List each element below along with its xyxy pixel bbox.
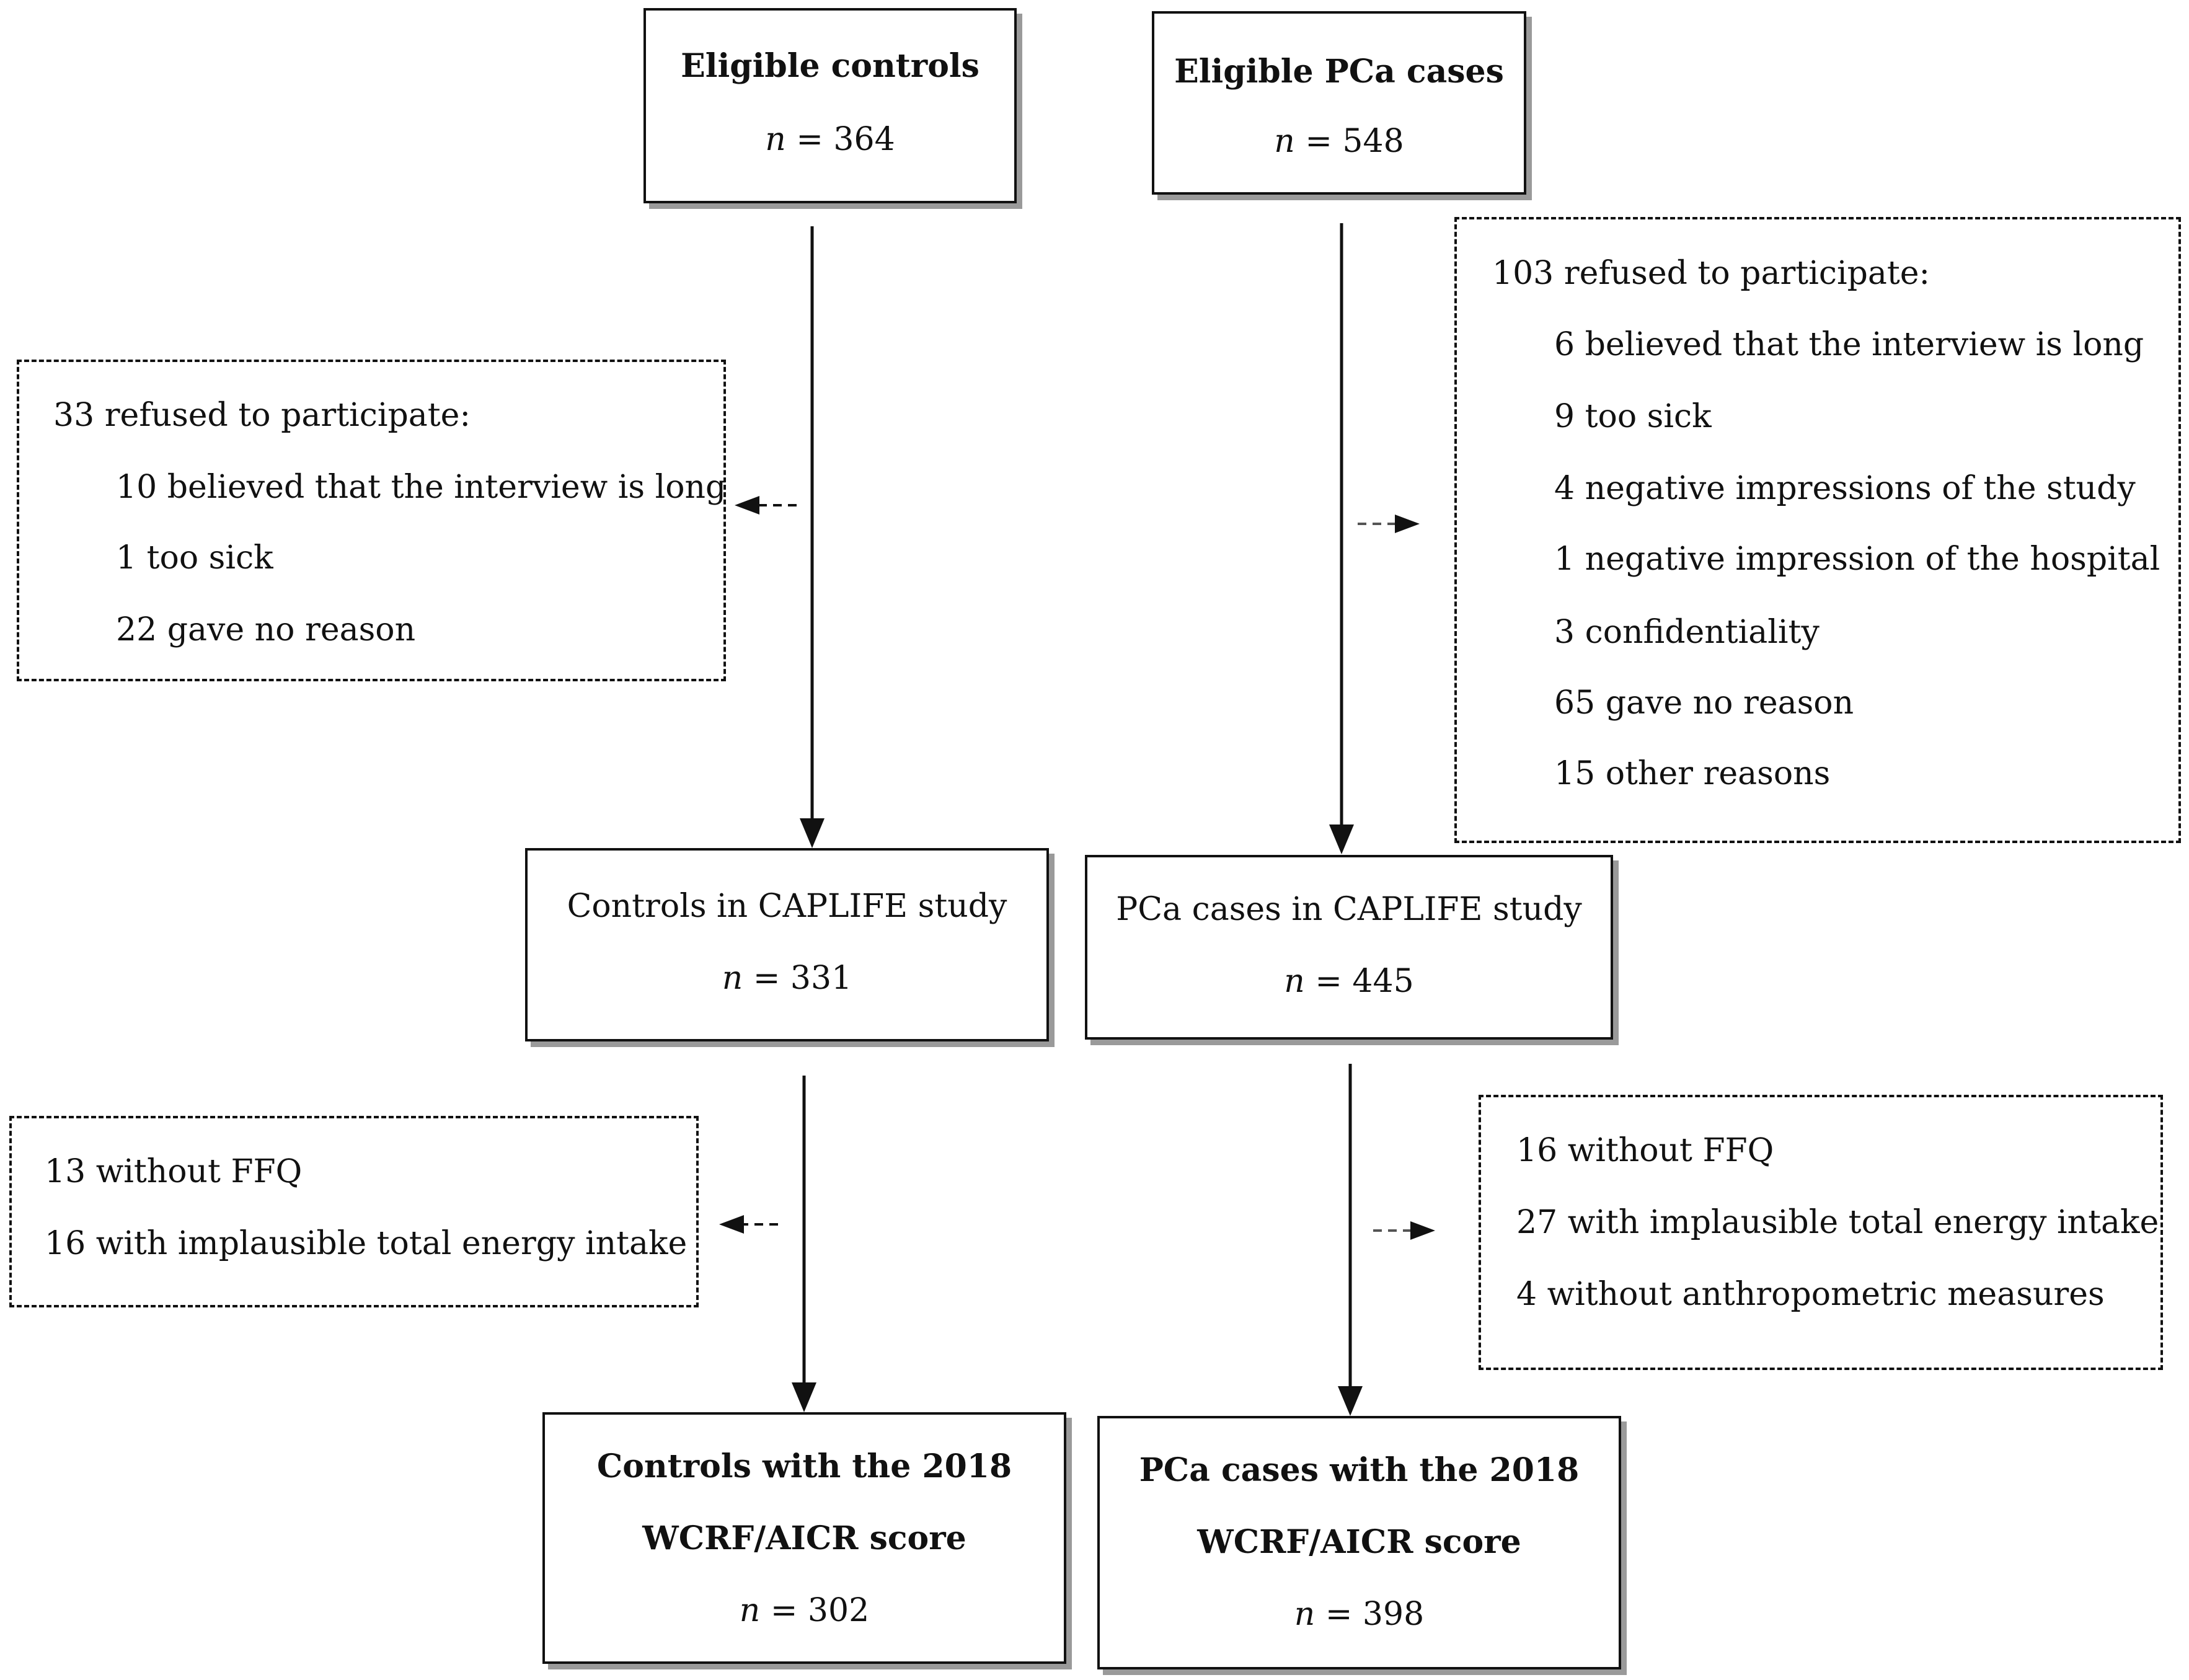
refused-reason: 22 gave no reason [116,611,416,648]
refused-reason: 10 believed that the interview is long [116,469,727,506]
box-title-line-1: Controls with the 2018 [596,1448,1012,1485]
exclusion-arrow-left [735,496,797,515]
refused-reason: 6 believed that the interview is long [1554,326,2144,363]
box-count: n = 548 [1274,123,1404,160]
box-title-line-1: PCa cases with the 2018 [1139,1451,1580,1489]
controls-excluded-box: 13 without FFQ 16 with implausible total… [9,1116,699,1307]
controls-caplife-box: Controls in CAPLIFE study n = 331 [525,848,1049,1041]
flow-arrow-down [1329,223,1354,854]
exclusion-arrow-left [719,1215,778,1234]
flow-arrow-down [800,226,825,848]
cases-final-box: PCa cases with the 2018 WCRF/AICR score … [1097,1416,1621,1669]
exclusion-arrow-right [1358,515,1420,533]
refused-reason: 4 negative impressions of the study [1554,470,2136,507]
refused-header: 33 refused to participate: [53,397,471,434]
eligible-cases-box: Eligible PCa cases n = 548 [1152,11,1526,195]
cases-refused-box: 103 refused to participate: 6 believed t… [1454,217,2181,843]
excluded-reason: 16 without FFQ [1516,1132,1774,1169]
box-title-line-2: WCRF/AICR score [1197,1523,1521,1561]
refused-header: 103 refused to participate: [1492,255,1930,292]
box-count: n = 302 [739,1592,870,1629]
refused-reason: 1 negative impression of the hospital [1554,541,2160,578]
box-title: Eligible PCa cases [1174,53,1504,91]
controls-refused-box: 33 refused to participate: 10 believed t… [17,360,726,681]
exclusion-arrow-right [1373,1221,1435,1240]
excluded-reason: 27 with implausible total energy intake [1516,1204,2159,1241]
refused-reason: 65 gave no reason [1554,684,1854,722]
excluded-reason: 4 without anthropometric measures [1516,1276,2105,1313]
flow-arrow-down [792,1076,816,1412]
excluded-reason: 13 without FFQ [45,1153,303,1190]
cases-excluded-box: 16 without FFQ 27 with implausible total… [1479,1095,2163,1370]
eligible-controls-box: Eligible controls n = 364 [643,8,1017,203]
box-title: Controls in CAPLIFE study [567,888,1007,925]
box-count: n = 364 [765,121,895,158]
cases-caplife-box: PCa cases in CAPLIFE study n = 445 [1085,855,1613,1040]
controls-final-box: Controls with the 2018 WCRF/AICR score n… [542,1412,1066,1664]
refused-reason: 1 too sick [116,539,273,577]
refused-reason: 9 too sick [1554,398,1712,435]
excluded-reason: 16 with implausible total energy intake [45,1225,688,1262]
box-count: n = 398 [1294,1596,1425,1633]
refused-reason: 15 other reasons [1554,755,1831,792]
flow-arrow-down [1338,1064,1363,1416]
box-title: Eligible controls [681,47,980,85]
box-title-line-2: WCRF/AICR score [642,1519,966,1557]
box-count: n = 445 [1284,963,1414,1000]
refused-reason: 3 confidentiality [1554,614,1820,651]
box-count: n = 331 [722,960,852,997]
box-title: PCa cases in CAPLIFE study [1116,891,1582,928]
